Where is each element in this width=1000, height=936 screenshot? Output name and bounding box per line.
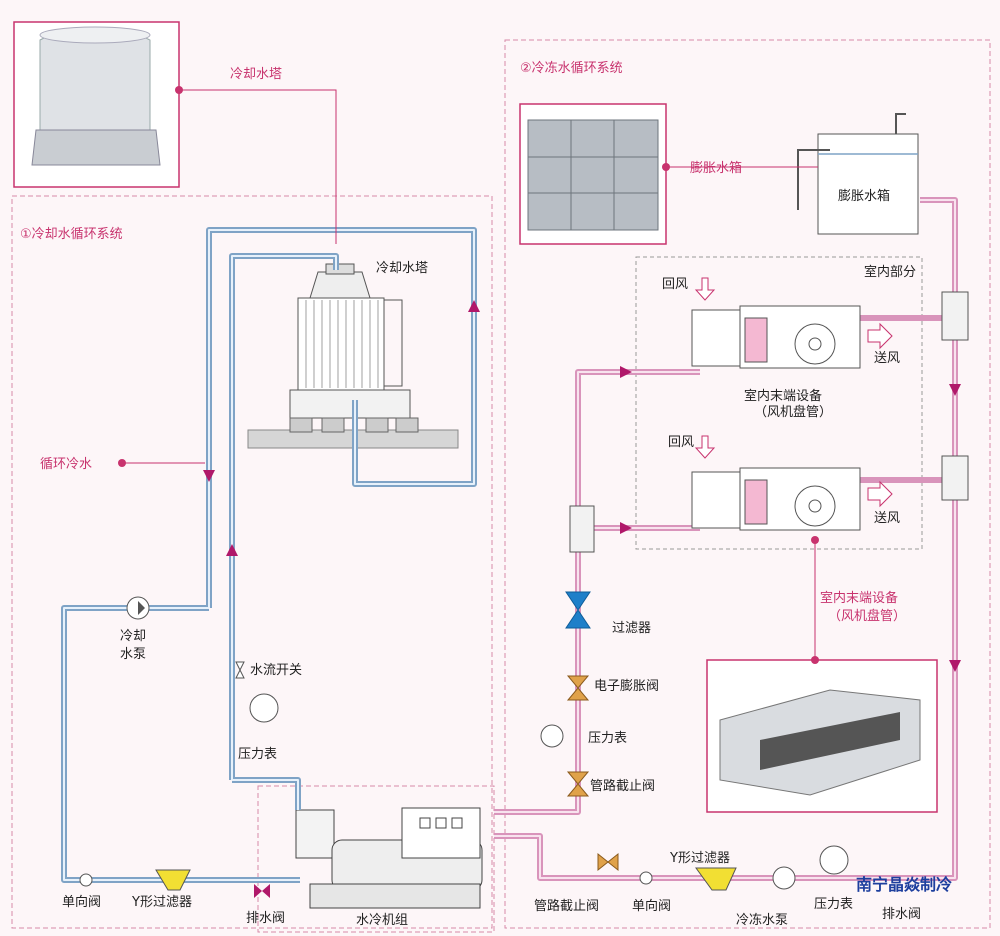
fan-coil-unit-1 (691, 277, 893, 369)
company-watermark: 南宁晶焱制冷 (856, 875, 952, 894)
cooling-tower-photo-label: 冷却水塔 (230, 67, 282, 82)
expansion-tank-label: 膨胀水箱 (838, 188, 890, 204)
circulating-water-label: 循环冷水 (40, 457, 92, 472)
expansion-tank-schematic (797, 113, 919, 235)
pressure-gauge-right-symbol (540, 724, 564, 748)
water-chiller-unit (295, 807, 483, 909)
check-valve-left-label: 单向阀 (62, 894, 101, 910)
pressure-gauge-left-label: 压力表 (238, 747, 277, 762)
y-filter-left-symbol (155, 869, 191, 891)
y-filter-left-label: Y形过滤器 (131, 895, 192, 910)
electronic-expansion-valve-label: 电子膨胀阀 (594, 679, 659, 694)
cooling-water-pipes (61, 227, 477, 883)
cooling-system-title: ①冷却水循环系统 (20, 227, 123, 242)
drain-valve-right-label: 排水阀 (882, 907, 921, 922)
check-valve-left-symbol (79, 873, 93, 887)
expansion-tank-photo-label: 膨胀水箱 (690, 160, 742, 176)
pipe-shutoff-valve-bottom-label: 管路截止阀 (534, 898, 599, 914)
y-filter-right-symbol (695, 867, 737, 891)
chilled-water-pump-symbol (772, 866, 796, 890)
check-valve-right-symbol (639, 871, 653, 885)
drain-valve-left-symbol (254, 884, 270, 898)
supply-air-label-1: 送风 (874, 351, 900, 366)
cooling-water-system-box (11, 195, 493, 929)
pressure-gauge-bottom-symbol (819, 845, 849, 875)
drain-valve-left-label: 排水阀 (246, 911, 285, 926)
cooling-tower-label: 冷却水塔 (376, 261, 428, 276)
y-filter-right-label: Y形过滤器 (669, 851, 730, 866)
electronic-expansion-valve-symbol (566, 675, 590, 701)
chiller-unit-box (257, 785, 495, 933)
chilled-water-system-box (504, 39, 991, 929)
water-flow-switch-label: 水流开关 (250, 663, 302, 678)
y-strainer-symbols (569, 291, 969, 553)
expansion-tank-photo (519, 103, 667, 245)
water-flow-switch-symbol (235, 661, 245, 679)
indoor-section-box (635, 256, 923, 550)
pressure-gauge-left-symbol (249, 693, 279, 723)
fan-coil-photo-label: （风机盘管） (828, 608, 906, 624)
flow-arrows (203, 300, 961, 672)
pipe-shutoff-valve-right-symbol (566, 771, 590, 797)
chilled-water-pump-label: 冷冻水泵 (736, 912, 788, 928)
chilled-system-title: ②冷冻水循环系统 (520, 60, 623, 76)
filter-label: 过滤器 (612, 621, 651, 636)
indoor-section-label: 室内部分 (864, 264, 916, 280)
pressure-gauge-bottom-label: 压力表 (814, 897, 853, 912)
filter-symbol (565, 591, 591, 629)
cooling-pump-label-1: 冷却 (120, 629, 146, 644)
indoor-terminal-photo-label: 室内末端设备 (820, 590, 898, 606)
supply-air-label-2: 送风 (874, 511, 900, 526)
pressure-gauge-right-label: 压力表 (588, 731, 627, 746)
leader-lines (122, 89, 818, 660)
cooling-pump-label-2: 水泵 (120, 647, 146, 662)
fan-coil-unit-2 (691, 435, 893, 531)
check-valve-right-label: 单向阀 (632, 898, 671, 914)
cooling-tower-photo (13, 21, 180, 188)
pipe-shutoff-valve-bottom-symbol (597, 852, 619, 872)
fan-coil-photo (706, 659, 938, 813)
fan-coil-label-1: （风机盘管） (754, 404, 832, 420)
return-air-label-1: 回风 (662, 277, 688, 292)
indoor-terminal-label-1: 室内末端设备 (744, 388, 822, 404)
pipe-shutoff-valve-right-label: 管路截止阀 (590, 778, 655, 794)
return-air-label-2: 回风 (668, 435, 694, 450)
chiller-unit-label: 水冷机组 (356, 913, 408, 928)
